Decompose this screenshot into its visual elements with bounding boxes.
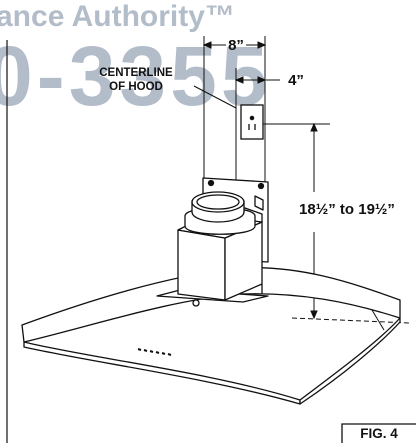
- dimension-4-label: 4”: [288, 72, 304, 89]
- dimension-8-label: 8”: [228, 37, 244, 54]
- figure-tag: FIG. 4: [341, 423, 416, 443]
- watermark-line1: ance Authority™: [0, 0, 235, 33]
- watermark: ance Authority™ 0-3355: [0, 0, 268, 123]
- figure-label: FIG. 4: [360, 426, 398, 441]
- dimension-lines: [193, 36, 411, 331]
- centerline-label-line2: OF HOOD: [109, 81, 163, 93]
- centerline-label-line1: CENTERLINE: [99, 67, 173, 79]
- outlet-box: [240, 104, 264, 140]
- range-hood: [21, 177, 401, 405]
- height-range-label: 18½” to 19½”: [299, 201, 395, 218]
